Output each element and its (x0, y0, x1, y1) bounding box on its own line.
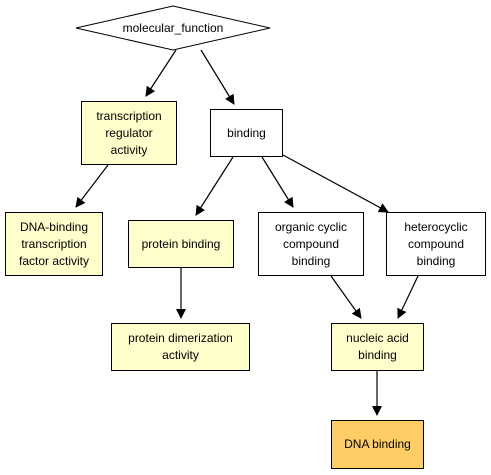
edge-binding-to-heterocyclic (282, 154, 389, 213)
node-label: transcription regulator activity (96, 108, 162, 157)
node-nucleic-acid-binding[interactable]: nucleic acid binding (331, 323, 424, 371)
node-dna-binding-transcription-factor-activity[interactable]: DNA-binding transcription factor activit… (5, 212, 103, 276)
node-label: protein dimerization activity (128, 331, 233, 362)
node-heterocyclic-compound-binding[interactable]: heterocyclic compound binding (386, 212, 486, 276)
node-organic-cyclic-compound-binding[interactable]: organic cyclic compound binding (258, 212, 364, 276)
root-node-label: molecular_function (122, 21, 224, 35)
node-label: DNA binding (344, 437, 411, 451)
edge-root-to-binding (200, 49, 235, 105)
node-label: nucleic acid binding (346, 331, 409, 362)
edge-transcription-to-dna-tf (75, 164, 109, 208)
edge-heterocyclic-to-nucleic-acid (397, 275, 419, 319)
edge-organic-cyclic-to-nucleic-acid (330, 275, 362, 319)
node-label: heterocyclic compound binding (404, 219, 468, 268)
node-protein-binding[interactable]: protein binding (128, 220, 234, 268)
node-label: organic cyclic compound binding (274, 219, 348, 268)
node-label: protein binding (141, 236, 221, 251)
node-binding[interactable]: binding (210, 109, 283, 157)
node-label: DNA-binding transcription factor activit… (18, 219, 90, 268)
edge-binding-to-protein-binding (195, 156, 234, 216)
edge-root-to-transcription (145, 49, 177, 97)
node-label: binding (227, 125, 266, 140)
node-transcription-regulator-activity[interactable]: transcription regulator activity (81, 101, 177, 165)
node-protein-dimerization-activity[interactable]: protein dimerization activity (111, 323, 250, 371)
node-dna-binding[interactable]: DNA binding (331, 420, 424, 469)
root-diamond (75, 5, 271, 51)
edge-binding-to-organic-cyclic (261, 156, 294, 208)
